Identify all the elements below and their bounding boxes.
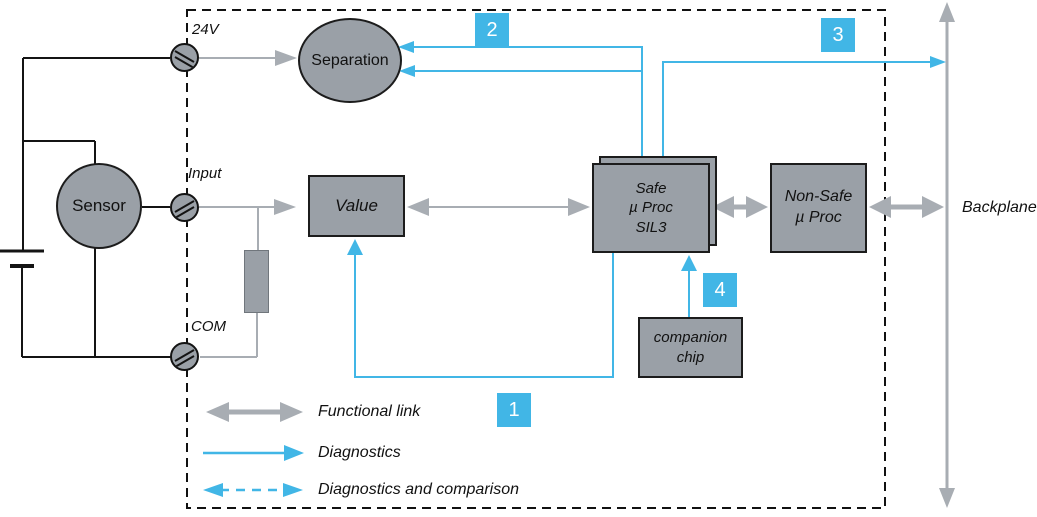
nonsafe-backplane-link-arrow [869, 196, 944, 218]
safe-proc-label: Safe µ Proc SIL3 [629, 179, 673, 236]
diagnostics-line-2 [398, 41, 643, 158]
resistor-wiring [200, 207, 259, 358]
terminal-com-icon [170, 342, 199, 371]
diagnostics-comparison-arrow-icon [203, 483, 303, 497]
safe-proc-block: Safe µ Proc SIL3 [592, 163, 710, 253]
diagnostics-arrow-icon [203, 445, 304, 461]
backplane-label: Backplane [962, 199, 1037, 216]
input-link-arrow [199, 199, 296, 215]
resistor-block [244, 250, 269, 313]
companion-chip-block: companion chip [638, 317, 743, 378]
separation-block: Separation [298, 18, 402, 103]
legend-diagnostics-label: Diagnostics [318, 444, 401, 461]
sensor-block: Sensor [56, 163, 142, 249]
callout-2: 2 [475, 13, 509, 47]
companion-chip-label: companion chip [653, 329, 728, 366]
terminal-input-icon [170, 193, 199, 222]
diagnostics-line-1 [347, 239, 614, 378]
power-link-arrow [199, 50, 297, 66]
sensor-wiring [21, 57, 171, 358]
callout-3: 3 [821, 18, 855, 52]
functional-link-arrow-icon [206, 402, 303, 422]
backplane-bus-arrow [939, 2, 955, 508]
non-safe-proc-label: Non-Safe µ Proc [784, 188, 853, 226]
safe-nonsafe-link-arrow [712, 196, 768, 218]
sensor-label: Sensor [72, 196, 126, 215]
callout-4: 4 [703, 273, 737, 307]
diagnostics-line-4 [681, 255, 697, 317]
module-boundary [186, 9, 886, 509]
non-safe-proc-block: Non-Safe µ Proc [770, 163, 867, 253]
value-safe-link-arrow [407, 198, 590, 216]
value-label: Value [335, 196, 378, 215]
terminal-com-label: COM [191, 318, 226, 335]
legend-functional-link-label: Functional link [318, 403, 421, 420]
terminal-24v-icon [170, 43, 199, 72]
battery-icon [0, 249, 44, 268]
terminal-input-label: Input [188, 165, 222, 182]
legend-diagnostics-comparison-label: Diagnostics and comparison [318, 481, 519, 498]
separation-label: Separation [311, 51, 389, 69]
diagnostics-line-3 [662, 56, 946, 158]
terminal-24v-label: 24V [192, 21, 219, 38]
callout-1: 1 [497, 393, 531, 427]
value-block: Value [308, 175, 405, 237]
